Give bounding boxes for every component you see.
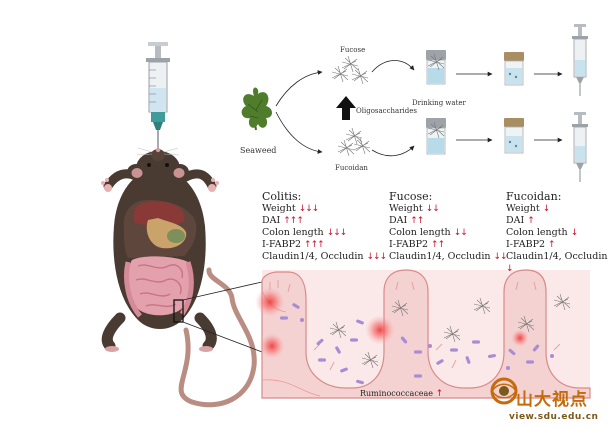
panel-title: Fucoidan	[506, 190, 558, 203]
trend-arrows: ↓↓↓	[366, 252, 388, 262]
drinking-water-label: Drinking water	[412, 99, 466, 107]
trend-arrows: ↓↓	[493, 252, 508, 262]
vial-bottom	[426, 118, 446, 155]
bacteria-trend-arrow: ↑	[435, 389, 443, 399]
inflammation-spot	[511, 329, 529, 347]
bacteria-name: Ruminococcaceae	[360, 389, 434, 398]
metric-colon-length: Colon length	[506, 227, 568, 238]
trend-arrows: ↑↑	[410, 216, 424, 226]
intestinal-villi	[261, 269, 591, 399]
seaweed-icon	[241, 87, 272, 131]
metric-ifabp2: I-FABP2	[389, 239, 429, 250]
seaweed-label: Seaweed	[240, 146, 277, 155]
fucose-label: Fucose	[340, 46, 366, 54]
metric-tight-junctions: Claudin1/4, Occludin	[506, 251, 608, 262]
process-label: Oligosaccharides	[356, 107, 418, 115]
bacteria-label: Ruminococcaceae ↑	[360, 389, 443, 399]
trend-arrows: ↓	[542, 204, 550, 214]
panel-fucoidan: Fucoidan: Weight ↓ DAI ↑ Colon length ↓ …	[506, 190, 608, 274]
inflammation-spot	[259, 333, 285, 359]
watermark-name: 山大视点	[516, 390, 588, 410]
panel-title: Fucose	[389, 190, 429, 203]
syringe-top	[572, 24, 588, 96]
trend-arrows: ↑↑↑	[283, 216, 304, 226]
trend-arrows: ↓↓	[425, 204, 440, 214]
gut-bacteria	[280, 293, 571, 385]
trend-arrows: ↑↑↑	[304, 240, 325, 250]
trend-arrows: ↓	[506, 264, 513, 274]
vial-top	[426, 50, 446, 85]
gavage-syringe	[146, 42, 170, 150]
trend-arrows: ↓↓↓	[298, 204, 320, 214]
trend-arrows: ↓↓	[453, 228, 468, 238]
inflammation-spot	[365, 315, 395, 345]
watermark-logo-icon	[490, 377, 518, 405]
trend-arrows: ↑	[527, 216, 534, 226]
process-arrow	[336, 96, 356, 120]
watermark-url: view.sdu.edu.cn	[509, 412, 599, 422]
metric-dai: DAI	[262, 215, 281, 226]
panel-colitis: Colitis: Weight ↓↓↓ DAI ↑↑↑ Colon length…	[262, 190, 388, 262]
metric-weight: Weight	[506, 203, 540, 214]
zoom-box	[173, 299, 184, 323]
metric-tight-junctions: Claudin1/4, Occludin	[262, 251, 364, 262]
metric-colon-length: Colon length	[262, 227, 324, 238]
metric-dai: DAI	[389, 215, 408, 226]
trend-arrows: ↑↑	[431, 240, 445, 250]
metric-tight-junctions: Claudin1/4, Occludin	[389, 251, 491, 262]
trend-arrows: ↓↓↓	[326, 228, 348, 238]
trend-arrows: ↓	[570, 228, 578, 238]
syringe-bottom	[572, 112, 588, 182]
panel-title: Colitis	[262, 190, 298, 203]
metric-ifabp2: I-FABP2	[506, 239, 546, 250]
panel-fucose: Fucose: Weight ↓↓ DAI ↑↑ Colon length ↓↓…	[389, 190, 508, 262]
vial-bottom-2	[504, 118, 524, 154]
metric-ifabp2: I-FABP2	[262, 239, 302, 250]
inflammation-spot	[255, 287, 285, 317]
metric-weight: Weight	[389, 203, 423, 214]
vial-top-2	[504, 52, 524, 86]
trend-arrows: ↑	[548, 240, 555, 250]
metric-weight: Weight	[262, 203, 296, 214]
mouse-illustration	[101, 147, 257, 408]
metric-colon-length: Colon length	[389, 227, 451, 238]
fucoidan-label: Fucoidan	[335, 164, 368, 172]
metric-dai: DAI	[506, 215, 525, 226]
